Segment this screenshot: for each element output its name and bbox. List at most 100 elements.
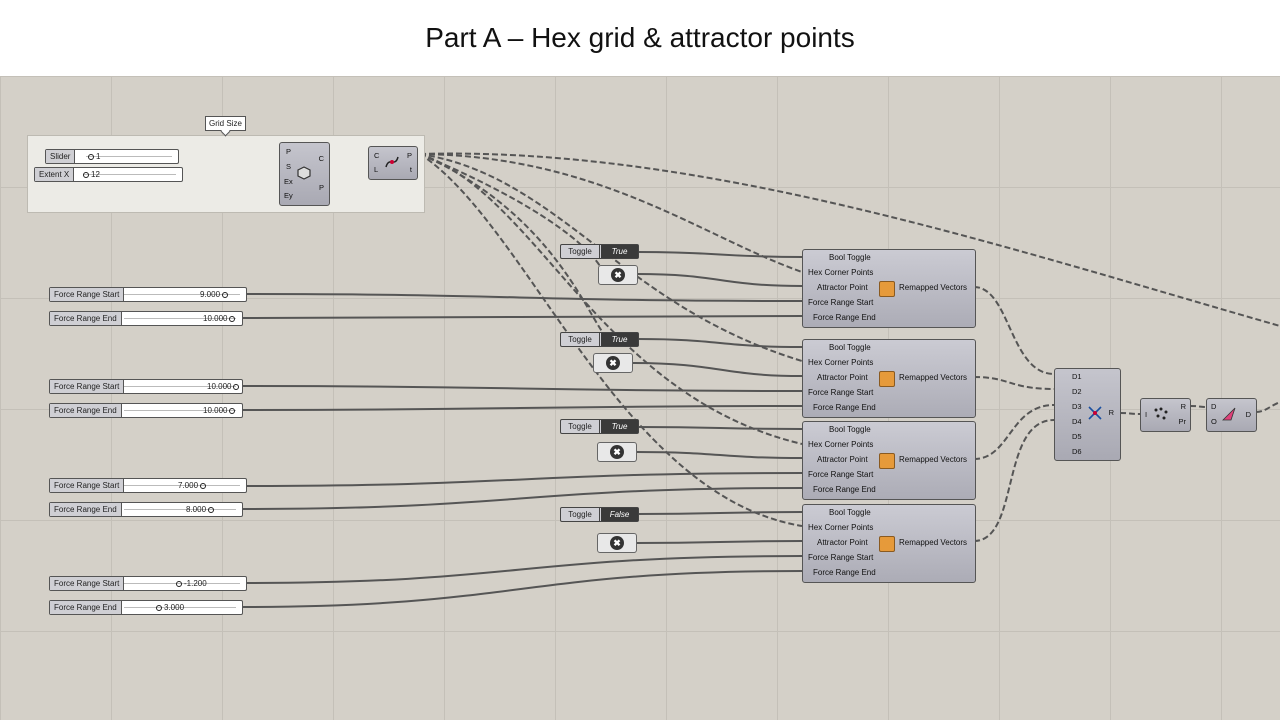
slider-handle-icon[interactable] [156, 604, 162, 611]
slider-value: 10.000 [207, 382, 232, 391]
toggle-value[interactable]: True [601, 245, 638, 258]
slider-value-wrap: 9.000 [200, 288, 230, 301]
slider-label: Force Range End [50, 601, 122, 614]
input-l: L [374, 165, 379, 174]
slider-handle-icon[interactable] [222, 291, 229, 298]
slider-track [86, 156, 172, 157]
attractor-cluster-2[interactable]: Bool Toggle Hex Corner Points Attractor … [802, 339, 976, 418]
slider-track [124, 294, 240, 295]
slider-value: 1 [96, 152, 101, 161]
cluster-package-icon [879, 281, 895, 297]
slider-force-range-start[interactable]: Force Range Start 7.000 [49, 478, 247, 493]
toggle-label: Toggle [561, 245, 600, 258]
toggle-label: Toggle [561, 333, 600, 346]
slider-value-wrap: 10.000 [203, 404, 237, 417]
input-ey: Ey [284, 191, 293, 200]
cluster-package-icon [879, 371, 895, 387]
input-attractor-point: Attractor Point [817, 455, 868, 464]
slider-label: Force Range End [50, 503, 122, 516]
input-force-range-start: Force Range Start [808, 470, 874, 479]
pink-arrow-icon [1222, 407, 1236, 421]
vector-display-node[interactable]: I R Pr [1140, 398, 1191, 432]
slider-track [124, 607, 236, 608]
output-c: C [318, 154, 324, 163]
slider-handle-icon[interactable] [233, 383, 240, 390]
slider-extent-x[interactable]: Extent X 12 [34, 167, 183, 182]
slider-force-range-start[interactable]: Force Range Start 10.000 [49, 379, 243, 394]
output-d: D [1245, 410, 1251, 419]
list-item-node[interactable]: C L P t [368, 146, 418, 180]
input-bool-toggle: Bool Toggle [829, 253, 871, 262]
toggle-4[interactable]: Toggle False [560, 507, 639, 522]
toggle-value[interactable]: False [601, 508, 638, 521]
toggle-label: Toggle [561, 420, 600, 433]
attractor-cluster-3[interactable]: Bool Toggle Hex Corner Points Attractor … [802, 421, 976, 500]
attractor-cluster-1[interactable]: Bool Toggle Hex Corner Points Attractor … [802, 249, 976, 328]
output-node[interactable]: D O D [1206, 398, 1257, 432]
slider-track [124, 386, 236, 387]
slider-handle-icon[interactable] [229, 407, 236, 414]
toggle-value[interactable]: True [601, 420, 638, 433]
slider-force-range-start[interactable]: Force Range Start -1.200 [49, 576, 247, 591]
input-force-range-end: Force Range End [813, 403, 876, 412]
point-param-2[interactable]: ✖ [593, 353, 633, 373]
input-d4: D4 [1072, 417, 1082, 426]
slider-handle-icon[interactable] [208, 506, 215, 513]
input-i: I [1145, 410, 1148, 419]
input-attractor-point: Attractor Point [817, 283, 868, 292]
slider-value-wrap: 8.000 [186, 503, 216, 516]
slider-value: 12 [91, 170, 100, 179]
slider-label: Extent X [35, 168, 75, 181]
slider-label: Force Range Start [50, 577, 125, 590]
input-force-range-end: Force Range End [813, 313, 876, 322]
slider-force-range-end[interactable]: Force Range End 10.000 [49, 403, 243, 418]
slider-force-range-start[interactable]: Force Range Start 9.000 [49, 287, 247, 302]
toggle-1[interactable]: Toggle True [560, 244, 639, 259]
merge-node[interactable]: D1 D2 D3 D4 D5 D6 R [1054, 368, 1121, 461]
slider-track [124, 485, 240, 486]
slider-grid-size[interactable]: Slider 1 [45, 149, 179, 164]
slider-label: Force Range Start [50, 479, 125, 492]
attractor-cluster-4[interactable]: Bool Toggle Hex Corner Points Attractor … [802, 504, 976, 583]
input-force-range-end: Force Range End [813, 568, 876, 577]
input-bool-toggle: Bool Toggle [829, 343, 871, 352]
slider-handle-icon[interactable] [229, 315, 236, 322]
toggle-2[interactable]: Toggle True [560, 332, 639, 347]
point-param-1[interactable]: ✖ [598, 265, 638, 285]
slider-value-wrap: 7.000 [178, 479, 208, 492]
input-d3: D3 [1072, 402, 1082, 411]
cluster-package-icon [879, 536, 895, 552]
input-attractor-point: Attractor Point [817, 373, 868, 382]
point-param-3[interactable]: ✖ [597, 442, 637, 462]
slider-handle-icon[interactable] [200, 482, 207, 489]
input-force-range-end: Force Range End [813, 485, 876, 494]
output-remapped-vectors: Remapped Vectors [899, 538, 968, 547]
slider-value-wrap: 10.000 [207, 380, 241, 393]
output-r: R [1108, 408, 1114, 417]
slider-force-range-end[interactable]: Force Range End 3.000 [49, 600, 243, 615]
toggle-3[interactable]: Toggle True [560, 419, 639, 434]
grasshopper-canvas[interactable]: Grid Size Slider 1 Extent X 12 P S Ex Ey… [0, 76, 1280, 720]
input-d5: D5 [1072, 432, 1082, 441]
curve-point-icon [385, 156, 399, 168]
slider-label: Slider [46, 150, 76, 163]
input-bool-toggle: Bool Toggle [829, 425, 871, 434]
slider-handle-icon[interactable] [88, 153, 94, 160]
input-hex-corner-points: Hex Corner Points [808, 440, 874, 449]
point-param-icon: ✖ [610, 536, 624, 550]
toggle-value[interactable]: True [601, 333, 638, 346]
point-param-4[interactable]: ✖ [597, 533, 637, 553]
output-t: t [409, 165, 412, 174]
slider-handle-icon[interactable] [83, 171, 89, 178]
input-s: S [286, 162, 292, 171]
input-d6: D6 [1072, 447, 1082, 456]
hexagonal-grid-node[interactable]: P S Ex Ey C P [279, 142, 330, 206]
slider-force-range-end[interactable]: Force Range End 8.000 [49, 502, 243, 517]
output-p: P [406, 151, 412, 160]
slider-handle-icon[interactable] [176, 580, 182, 587]
slider-force-range-end[interactable]: Force Range End 10.000 [49, 311, 243, 326]
slider-label: Force Range End [50, 404, 122, 417]
input-p: P [286, 147, 292, 156]
slider-value: -1.200 [184, 579, 207, 588]
output-remapped-vectors: Remapped Vectors [899, 455, 968, 464]
